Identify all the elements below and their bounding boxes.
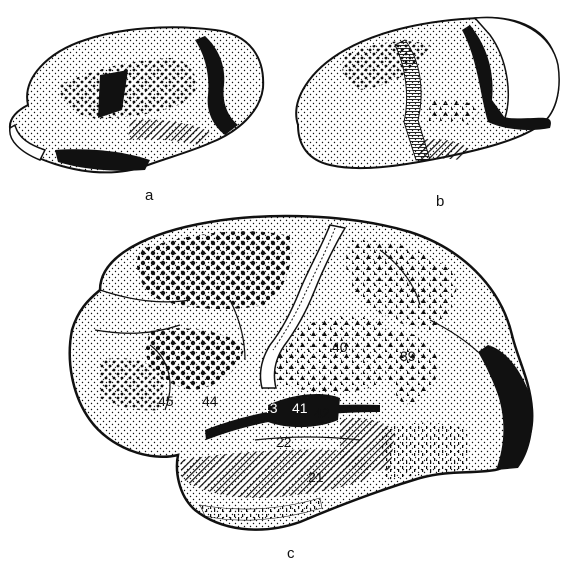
area-label-22: 22 (276, 434, 292, 450)
panel-a-label: a (145, 187, 154, 204)
panel-c-brain (70, 216, 533, 530)
panel-a-brain (10, 27, 263, 172)
panel-c-label: c (287, 545, 295, 562)
area-label-39: 39 (400, 348, 416, 364)
area-label-21: 21 (308, 469, 324, 485)
area-label-42: 42 (314, 405, 330, 421)
area-label-41: 41 (292, 400, 308, 416)
panel-b-brain (296, 18, 559, 169)
area-label-43: 43 (262, 400, 278, 416)
panel-b-label: b (436, 193, 444, 210)
area-label-45: 45 (158, 393, 174, 409)
area-label-40: 40 (332, 339, 348, 355)
area-label-44: 44 (202, 393, 218, 409)
